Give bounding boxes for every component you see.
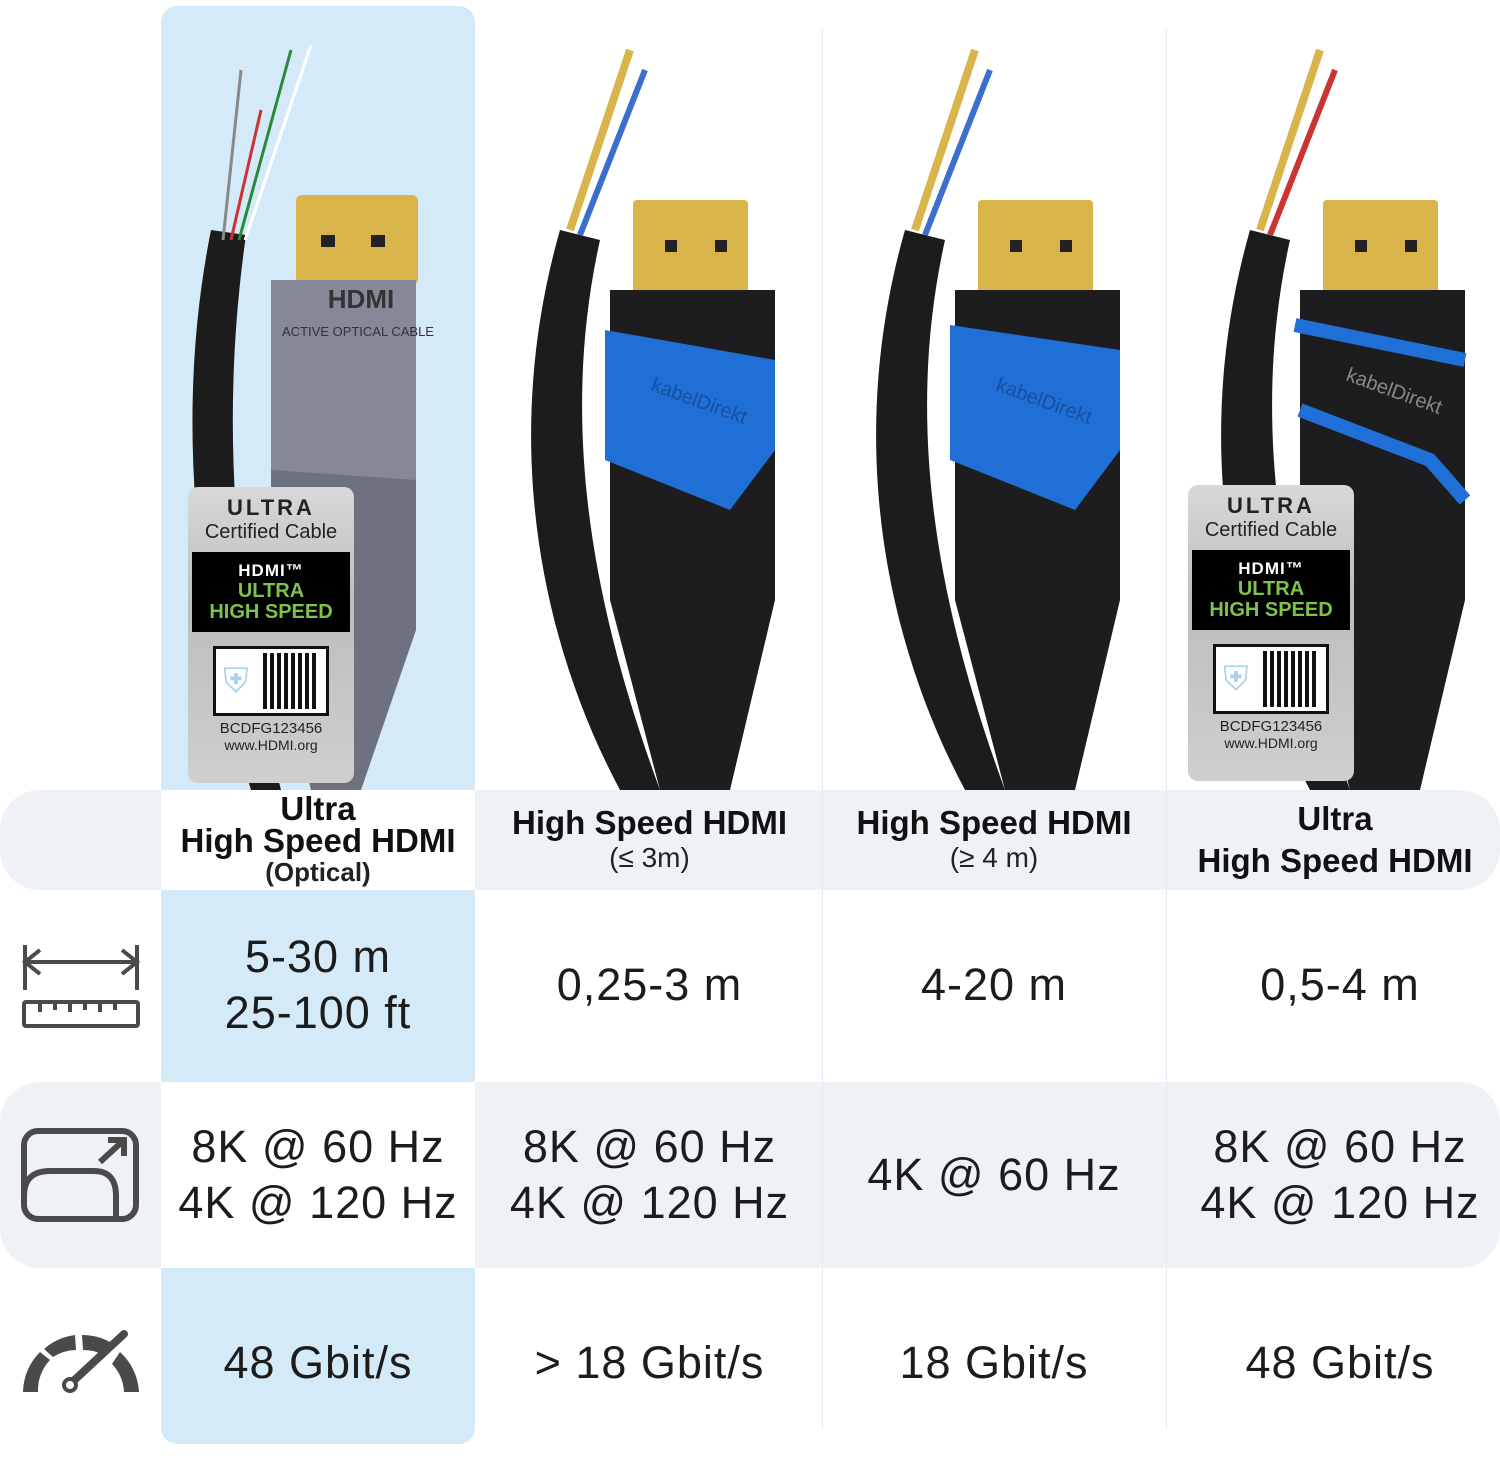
column-header-optical: Ultra High Speed HDMI (Optical) (161, 792, 475, 888)
column-divider (1166, 30, 1167, 1430)
column-header-ultra: Ultra High Speed HDMI (1170, 792, 1500, 888)
column-header-high-speed-3m: High Speed HDMI (≤ 3m) (477, 792, 822, 888)
header-title-line: High Speed HDMI (180, 822, 456, 859)
resolution-value: 4K @ 120 Hz (509, 1177, 790, 1228)
shield-icon: ⛨ (223, 661, 249, 700)
shield-icon: ⛨ (1223, 659, 1249, 698)
hdmi-logo: HDMI (328, 284, 394, 314)
highlight-header-cell (161, 790, 475, 890)
badge-code: BCDFG123456 (1219, 718, 1323, 735)
highlight-row-bandwidth (161, 1268, 475, 1444)
header-title-line: High Speed HDMI (511, 804, 787, 841)
resolution-value: 4K @ 120 Hz (178, 1177, 458, 1228)
resolution-value: 8K @ 60 Hz (522, 1121, 777, 1172)
badge-ultra2: ULTRA (1237, 578, 1305, 600)
badge-high-speed: HIGH SPEED (209, 601, 333, 623)
ruler-length-icon (21, 945, 141, 1028)
badge-code: BCDFG123456 (219, 720, 323, 737)
badge-certified: Certified Cable (204, 521, 338, 543)
badge-hdmi: HDMI™ (1238, 559, 1304, 578)
bandwidth-cell: > 18 Gbit/s (477, 1290, 822, 1436)
cable-label: ACTIVE OPTICAL CABLE (282, 324, 434, 339)
header-title-line: Ultra (280, 790, 356, 827)
resolution-resize-icon (21, 1128, 139, 1222)
header-subtitle: (≤ 3m) (609, 842, 690, 873)
bandwidth-cell: 18 Gbit/s (822, 1290, 1166, 1436)
badge-url: www.HDMI.org (224, 737, 318, 753)
bandwidth-value: 18 Gbit/s (899, 1337, 1089, 1388)
length-value: 5-30 m (244, 931, 392, 982)
resolution-value: 4K @ 120 Hz (1200, 1177, 1480, 1228)
header-title-line: High Speed HDMI (856, 804, 1132, 841)
length-cell: 0,5-4 m (1170, 900, 1500, 1070)
resolution-cell: 4K @ 60 Hz (822, 1092, 1166, 1258)
qr-code-icon (1262, 651, 1319, 707)
length-value-ft: 25-100 ft (224, 987, 412, 1038)
bandwidth-cell: 48 Gbit/s (1170, 1290, 1500, 1436)
length-cell: 4-20 m (822, 900, 1166, 1070)
header-title-line: Ultra (1297, 800, 1373, 837)
badge-ultra: ULTRA (1227, 493, 1315, 518)
column-header-high-speed-4m: High Speed HDMI (≥ 4 m) (822, 792, 1166, 888)
badge-url: www.HDMI.org (1224, 735, 1318, 751)
resolution-value: 8K @ 60 Hz (191, 1121, 445, 1172)
highlight-row-length (161, 890, 475, 1082)
high-speed-cable-3m-image: kabelDirekt (531, 48, 775, 790)
length-cell: 0,25-3 m (477, 900, 822, 1070)
length-value: 4-20 m (920, 959, 1068, 1010)
badge-ultra2: ULTRA (237, 580, 305, 602)
badge-ultra: ULTRA (227, 495, 315, 520)
header-subtitle: (Optical) (265, 857, 371, 887)
highlight-resolution-cell (161, 1082, 475, 1268)
length-value: 0,5-4 m (1260, 959, 1420, 1010)
qr-code-icon (262, 653, 319, 709)
bandwidth-cell: 48 Gbit/s (161, 1290, 475, 1436)
bandwidth-value: > 18 Gbit/s (534, 1337, 765, 1388)
resolution-value: 8K @ 60 Hz (1213, 1121, 1467, 1172)
column-divider (822, 30, 823, 1430)
bandwidth-value: 48 Gbit/s (223, 1337, 413, 1388)
high-speed-cable-4m-image: kabelDirekt (876, 48, 1120, 790)
length-value: 0,25-3 m (556, 959, 743, 1010)
header-subtitle: (≥ 4 m) (949, 842, 1039, 873)
badge-certified: Certified Cable (1204, 519, 1338, 541)
resolution-value: 4K @ 60 Hz (867, 1149, 1121, 1200)
bandwidth-value: 48 Gbit/s (1245, 1337, 1435, 1388)
badge-high-speed: HIGH SPEED (1209, 599, 1333, 621)
badge-hdmi: HDMI™ (238, 561, 304, 580)
header-title-line: High Speed HDMI (1197, 842, 1473, 879)
speedometer-icon (23, 1330, 139, 1393)
